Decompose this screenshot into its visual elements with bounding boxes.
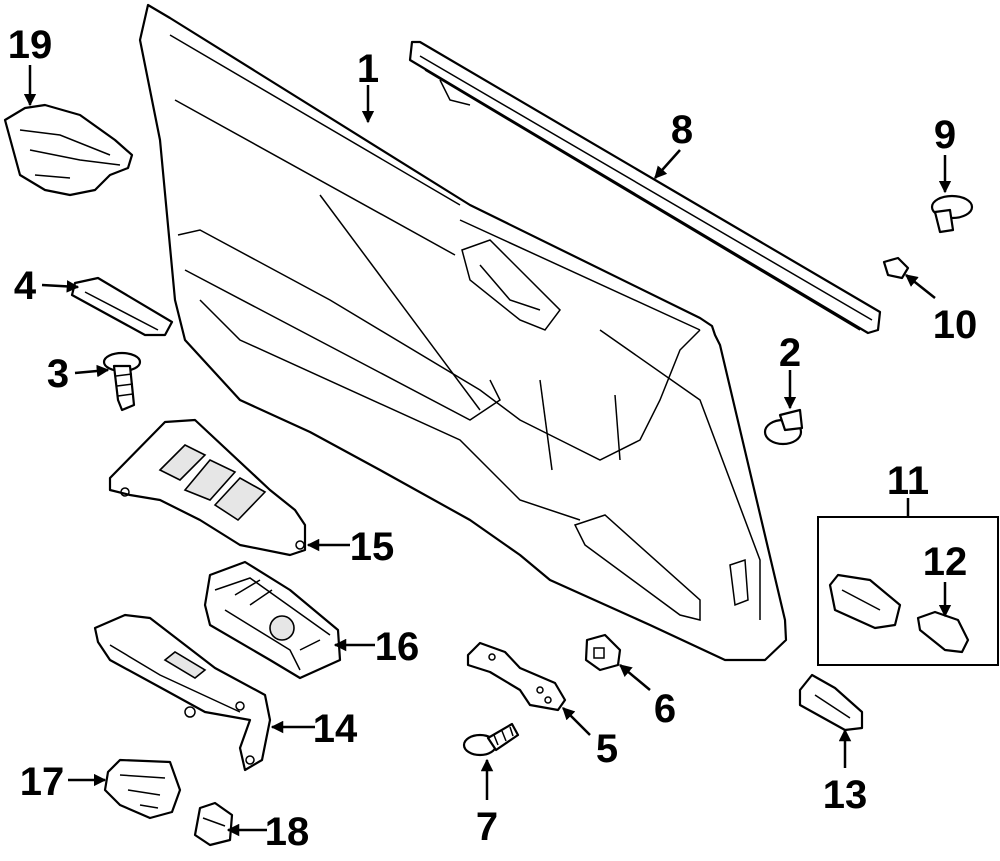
callout-11: 11 xyxy=(887,459,929,503)
door-trim-panel-part xyxy=(138,3,788,662)
callout-19: 19 xyxy=(8,23,53,67)
lock-switch-part xyxy=(103,758,182,820)
armrest-bracket-part xyxy=(93,613,272,772)
callout-4: 4 xyxy=(14,264,37,308)
callout-2: 2 xyxy=(779,331,801,375)
callout-3: 3 xyxy=(47,352,69,396)
callout-6: 6 xyxy=(654,687,676,731)
callout-1: 1 xyxy=(357,47,379,91)
callout-12: 12 xyxy=(923,540,968,584)
screw-part xyxy=(102,351,142,412)
retainer-clip-part xyxy=(584,633,622,672)
mounting-bracket-part xyxy=(466,641,567,712)
callout-18: 18 xyxy=(265,810,310,854)
grommet-part xyxy=(763,408,804,446)
bolt-part xyxy=(462,722,520,757)
small-clip-part xyxy=(882,256,910,280)
leader-lines xyxy=(23,65,952,837)
bezel-cap-part xyxy=(916,610,970,654)
window-switch-part xyxy=(203,560,342,680)
push-pin-part xyxy=(930,194,974,234)
callout-8: 8 xyxy=(671,108,693,152)
kit-handle-part xyxy=(828,573,902,630)
callout-15: 15 xyxy=(350,525,395,569)
small-connector-part xyxy=(193,801,234,847)
callout-labels: 1 2 3 4 5 6 7 8 9 10 11 12 13 14 15 16 1… xyxy=(8,23,978,854)
callout-14: 14 xyxy=(313,707,358,751)
callout-17: 17 xyxy=(20,760,65,804)
callout-5: 5 xyxy=(596,727,618,771)
switch-bezel-part xyxy=(108,418,307,557)
callout-7: 7 xyxy=(476,805,498,849)
callout-10: 10 xyxy=(933,303,978,347)
callout-13: 13 xyxy=(823,773,868,817)
belt-molding-part xyxy=(408,40,882,335)
inner-handle-part xyxy=(3,103,134,197)
callout-16: 16 xyxy=(375,625,420,669)
callout-9: 9 xyxy=(934,113,956,157)
handle-bezel-part xyxy=(798,673,864,732)
cover-plate-part xyxy=(70,276,174,337)
